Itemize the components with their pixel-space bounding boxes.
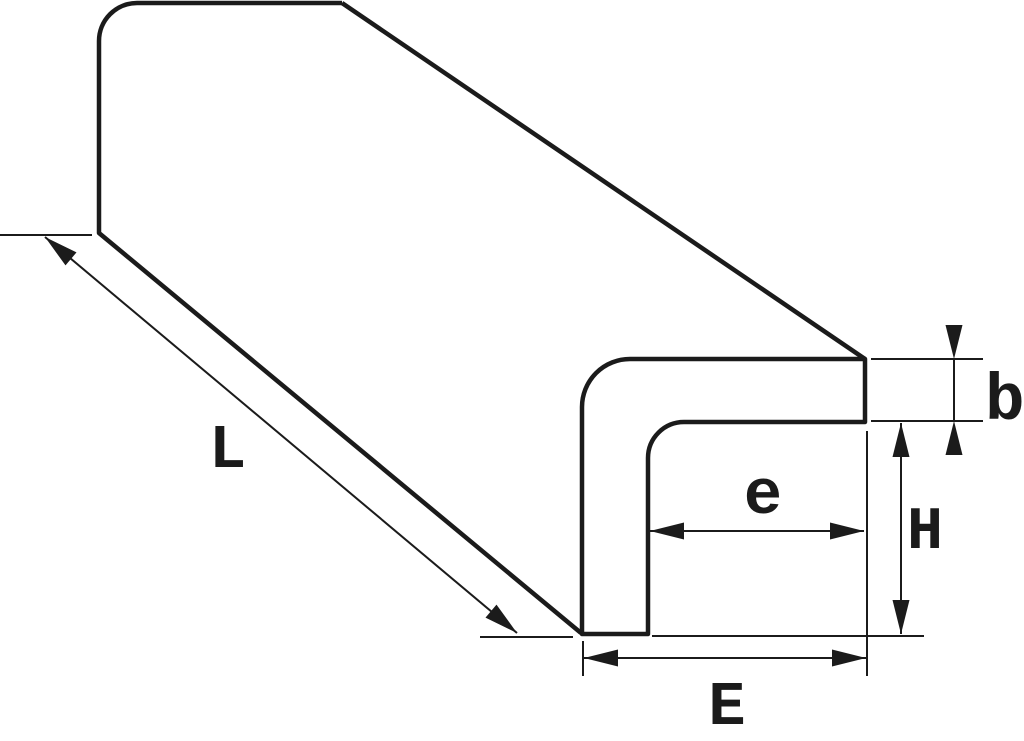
front-cross-section-outline <box>579 356 868 637</box>
back-face-and-bottom-edge <box>96 0 583 635</box>
dimension-outer-width: E <box>582 431 868 741</box>
outer-width-label: E <box>708 672 745 741</box>
thickness-arrow-up-icon <box>945 421 963 455</box>
thickness-arrow-down-icon <box>945 325 963 359</box>
top-right-edge <box>340 1 867 361</box>
dimension-thickness: b <box>871 325 1024 455</box>
inner-width-arrow-right-icon <box>830 522 864 540</box>
length-dimension-line <box>44 236 518 634</box>
dimension-height: H <box>652 423 943 637</box>
length-arrow-up-icon <box>45 237 77 266</box>
inner-width-arrow-left-icon <box>650 522 684 540</box>
height-arrow-up-icon <box>892 423 910 457</box>
outer-width-arrow-left-icon <box>584 649 618 667</box>
outer-width-arrow-right-icon <box>832 649 866 667</box>
dimension-inner-width: e <box>650 461 864 540</box>
dimension-length: L <box>0 234 573 638</box>
height-label: H <box>907 499 943 567</box>
thickness-label: b <box>985 364 1024 439</box>
inner-width-label: e <box>744 461 782 533</box>
length-label: L <box>209 415 246 486</box>
profile-body <box>96 0 868 637</box>
length-arrow-down-icon <box>485 604 517 633</box>
height-arrow-down-icon <box>892 600 910 634</box>
